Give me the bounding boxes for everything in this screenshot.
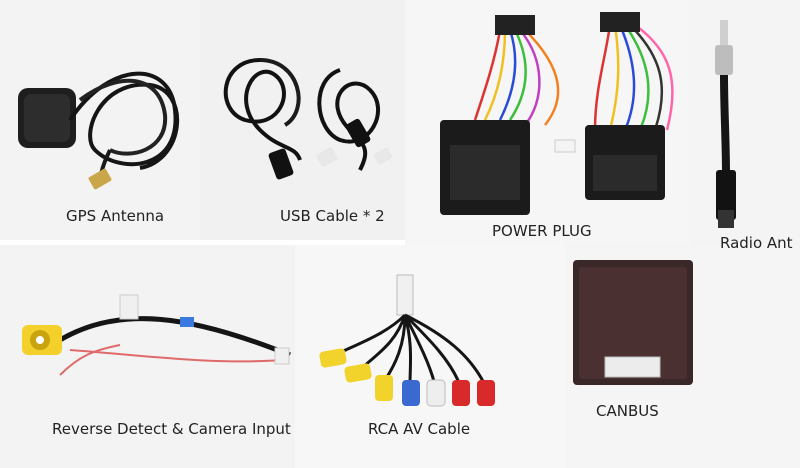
label-radio-ant: Radio Ant bbox=[720, 234, 793, 252]
label-usb-cable: USB Cable * 2 bbox=[280, 207, 385, 225]
label-reverse-detect: Reverse Detect & Camera Input bbox=[52, 420, 291, 438]
reverse-camera-cable-image bbox=[22, 294, 291, 376]
power-plug-image bbox=[440, 12, 674, 215]
usb-cable-image bbox=[223, 58, 393, 180]
gps-antenna-image bbox=[18, 71, 180, 190]
panel-usb bbox=[200, 0, 405, 240]
label-rca-av-cable: RCA AV Cable bbox=[368, 420, 471, 438]
label-gps-antenna: GPS Antenna bbox=[66, 207, 165, 225]
radio-antenna-image bbox=[715, 20, 736, 228]
panel-radio bbox=[690, 0, 800, 255]
label-power-plug: POWER PLUG bbox=[492, 222, 592, 240]
canbus-box-image bbox=[573, 260, 693, 385]
rca-av-cable-image bbox=[319, 274, 495, 407]
label-canbus: CANBUS bbox=[596, 402, 659, 420]
